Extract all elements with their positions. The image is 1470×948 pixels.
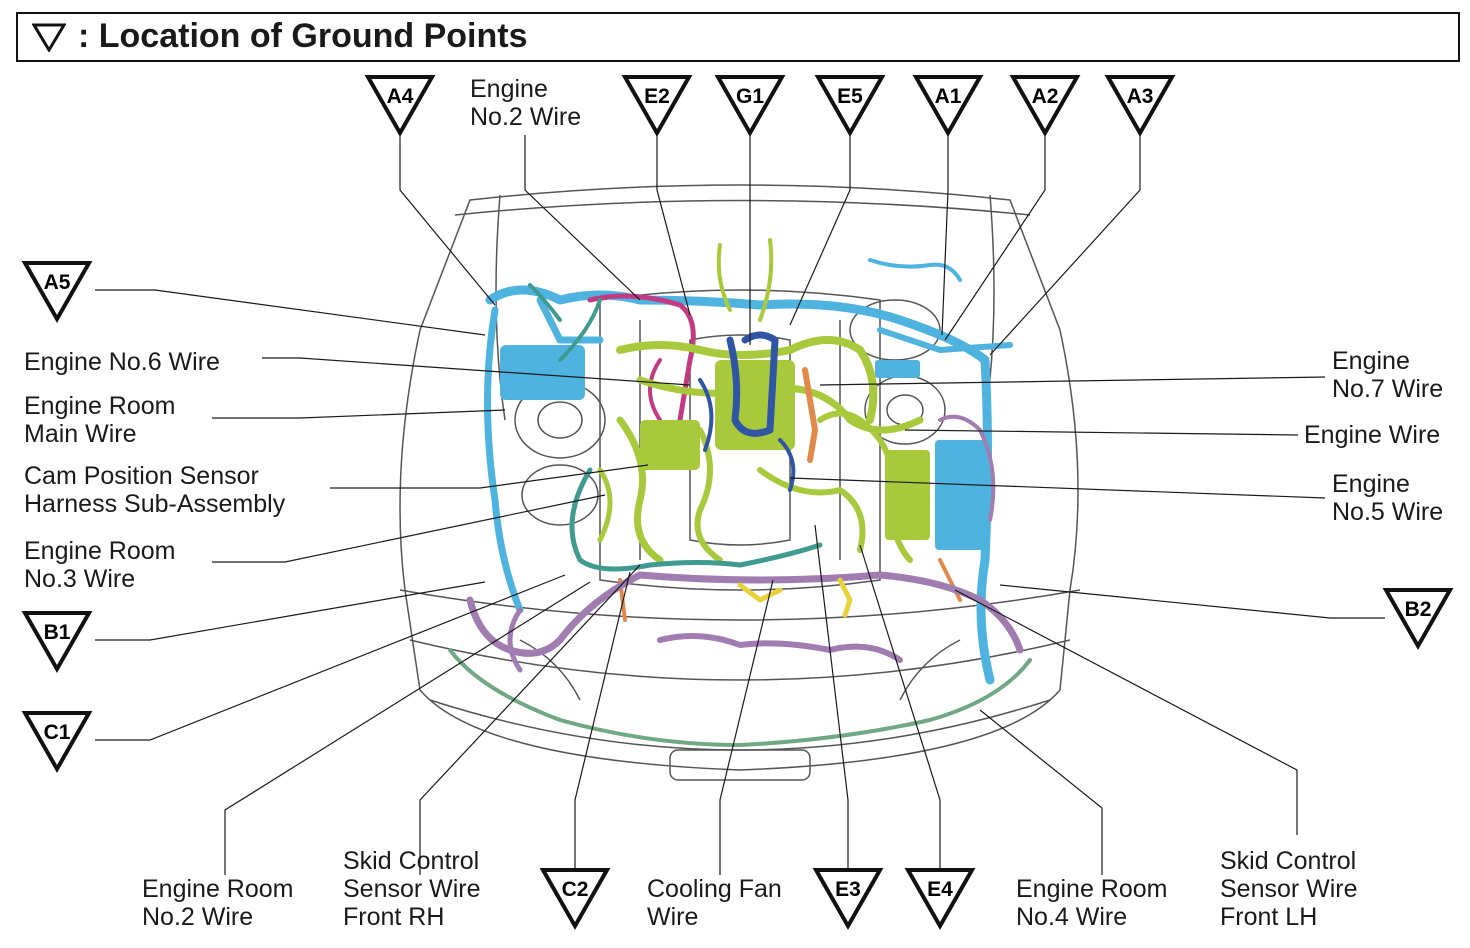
svg-text:C1: C1 [44,721,71,744]
ground-point-marker-c1: C1 [21,711,93,774]
label-engine-wire: Engine Wire [1304,421,1441,449]
ground-point-marker-a5: A5 [21,261,93,324]
ground-point-marker-e5: E5 [814,75,886,138]
svg-text:A1: A1 [935,85,962,108]
label-engine-room-main-wire: Engine Room Main Wire [24,392,176,448]
leader-lines [95,135,1385,875]
svg-text:E2: E2 [644,85,670,108]
page-title: : Location of Ground Points [78,17,528,55]
svg-text:E4: E4 [927,878,953,901]
label-engine-no5-wire: Engine No.5 Wire [1332,470,1444,526]
wire-harness-group [448,238,1032,747]
ground-point-marker-e3: E3 [812,868,884,931]
page-header: : Location of Ground Points [16,12,1460,62]
svg-text:A3: A3 [1127,85,1154,108]
svg-text:G1: G1 [736,85,764,108]
label-cooling-fan-wire: Cooling Fan Wire [647,875,782,931]
ground-point-marker-a3: A3 [1104,75,1176,138]
ground-point-marker-a1: A1 [912,75,984,138]
svg-text:A5: A5 [44,271,71,294]
svg-text:B2: B2 [1405,598,1432,621]
label-engine-no2-wire: Engine No.2 Wire [470,75,582,131]
down-triangle-outline-icon [32,23,66,52]
label-skid-control-sensor-wire-front-rh: Skid Control Sensor Wire Front RH [343,847,481,931]
svg-text:C2: C2 [562,878,589,901]
ground-point-marker-e2: E2 [621,75,693,138]
ground-point-marker-a2: A2 [1009,75,1081,138]
ground-point-marker-c2: C2 [539,868,611,931]
ground-point-marker-g1: G1 [714,75,786,138]
label-engine-room-no2-wire: Engine Room No.2 Wire [142,875,294,931]
svg-text:B1: B1 [44,621,71,644]
label-skid-control-sensor-wire-front-lh: Skid Control Sensor Wire Front LH [1220,847,1358,931]
svg-text:A4: A4 [387,85,414,108]
label-engine-no6-wire: Engine No.6 Wire [24,348,220,376]
ground-point-marker-e4: E4 [904,868,976,931]
ground-point-marker-a4: A4 [364,75,436,138]
label-engine-no7-wire: Engine No.7 Wire [1332,347,1444,403]
ground-point-marker-b2: B2 [1382,588,1454,651]
svg-text:E5: E5 [837,85,863,108]
label-engine-room-no3-wire: Engine Room No.3 Wire [24,537,176,593]
label-engine-room-no4-wire: Engine Room No.4 Wire [1016,875,1168,931]
ground-point-marker-b1: B1 [21,611,93,674]
svg-text:E3: E3 [835,878,861,901]
label-cam-position-sensor-harness: Cam Position Sensor Harness Sub-Assembly [24,462,286,518]
svg-text:A2: A2 [1032,85,1059,108]
